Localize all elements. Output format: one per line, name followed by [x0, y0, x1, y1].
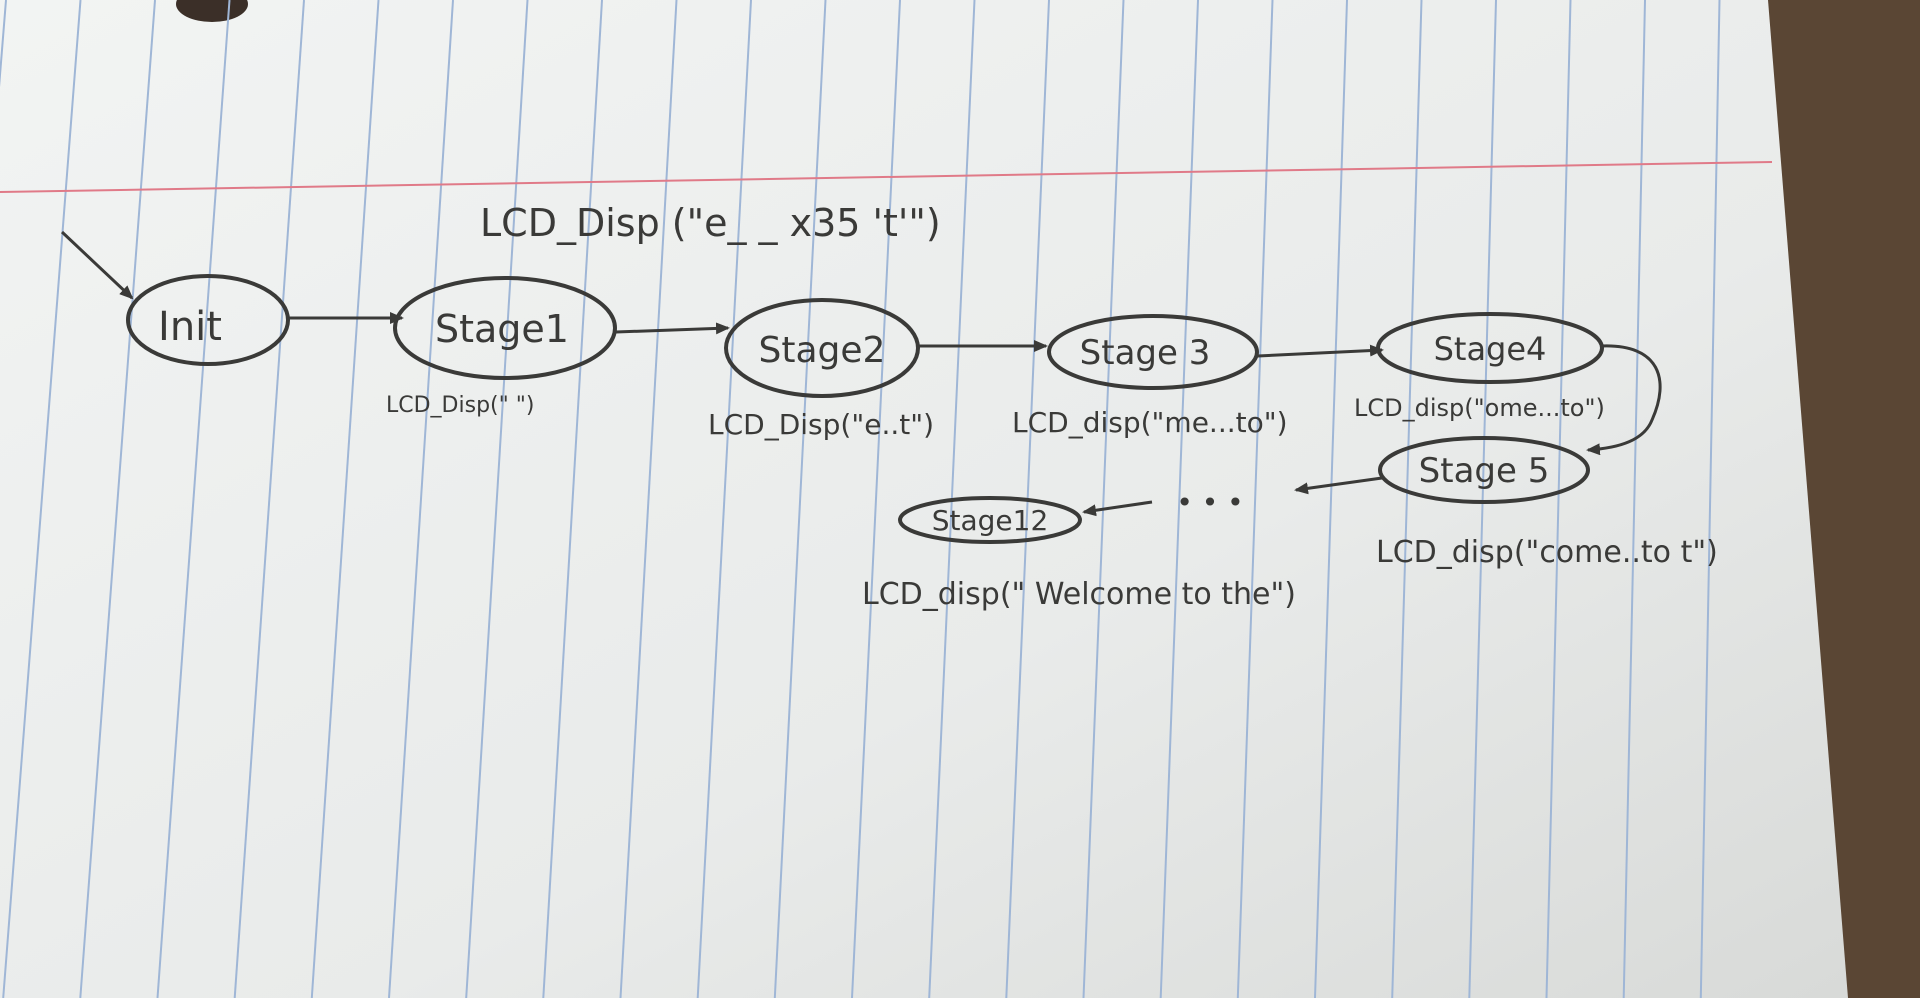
state-stage12	[898, 496, 1082, 544]
state-label-stage1: Stage1	[435, 307, 569, 351]
state-stage5	[1378, 436, 1590, 504]
ruled-line	[619, 0, 678, 998]
caption-stage2: LCD_Disp("e..t")	[708, 408, 934, 441]
ruled-line	[1391, 0, 1423, 998]
entry-arrow	[60, 230, 134, 300]
caption-stage5: LCD_disp("come..to t")	[1376, 535, 1718, 570]
state-nodes	[126, 274, 1604, 544]
state-stage4	[1376, 312, 1604, 384]
caption-stage12: LCD_disp(" Welcome to the")	[862, 577, 1296, 612]
state-stage2	[724, 298, 920, 398]
ruled-line	[233, 0, 305, 998]
transitions	[60, 230, 1662, 517]
arrow-stage5-ellipsis	[1294, 476, 1383, 495]
arrow-ellipsis-stage12	[1082, 500, 1153, 517]
state-init	[126, 274, 290, 366]
ruled-line	[388, 0, 454, 998]
top-lcd-annotation: LCD_Disp ("e_ _ x35 't'")	[480, 201, 941, 245]
ruled-line	[1082, 0, 1125, 998]
ruled-line	[773, 0, 827, 998]
ruled-line	[1236, 0, 1274, 998]
ruled-line	[851, 0, 901, 998]
ruled-line	[310, 0, 380, 998]
state-label-stage12: Stage12	[932, 504, 1049, 537]
margin-line	[0, 161, 1773, 193]
ruled-line	[156, 0, 231, 998]
ruled-lines	[0, 0, 1721, 998]
state-stage3	[1047, 314, 1259, 390]
ruled-line	[1622, 0, 1646, 998]
arrow-stage1-stage2	[615, 322, 730, 335]
state-label-stage4: Stage4	[1434, 330, 1547, 368]
caption-stage1: LCD_Disp(" ")	[386, 393, 534, 418]
ellipsis-dots: • • •	[1176, 486, 1243, 519]
state-label-stage5: Stage 5	[1419, 451, 1550, 491]
arrow-stage4-stage5	[1586, 344, 1662, 456]
ruled-line	[465, 0, 529, 998]
ruled-line	[2, 0, 82, 998]
ruled-line	[542, 0, 603, 998]
state-stage1	[393, 276, 617, 380]
caption-stage4: LCD_disp("ome...to")	[1354, 394, 1605, 422]
ruled-line	[1159, 0, 1199, 998]
arrow-stage3-stage4	[1257, 344, 1384, 358]
paper-sheet	[0, 0, 1848, 998]
state-label-init: Init	[158, 304, 222, 350]
ruled-line	[1699, 0, 1721, 998]
ruled-line	[1314, 0, 1348, 998]
ruled-line	[79, 0, 156, 998]
state-label-stage2: Stage2	[759, 330, 886, 371]
state-label-stage3: Stage 3	[1080, 333, 1211, 373]
ruled-line	[696, 0, 752, 998]
caption-stage3: LCD_disp("me...to")	[1012, 406, 1288, 439]
